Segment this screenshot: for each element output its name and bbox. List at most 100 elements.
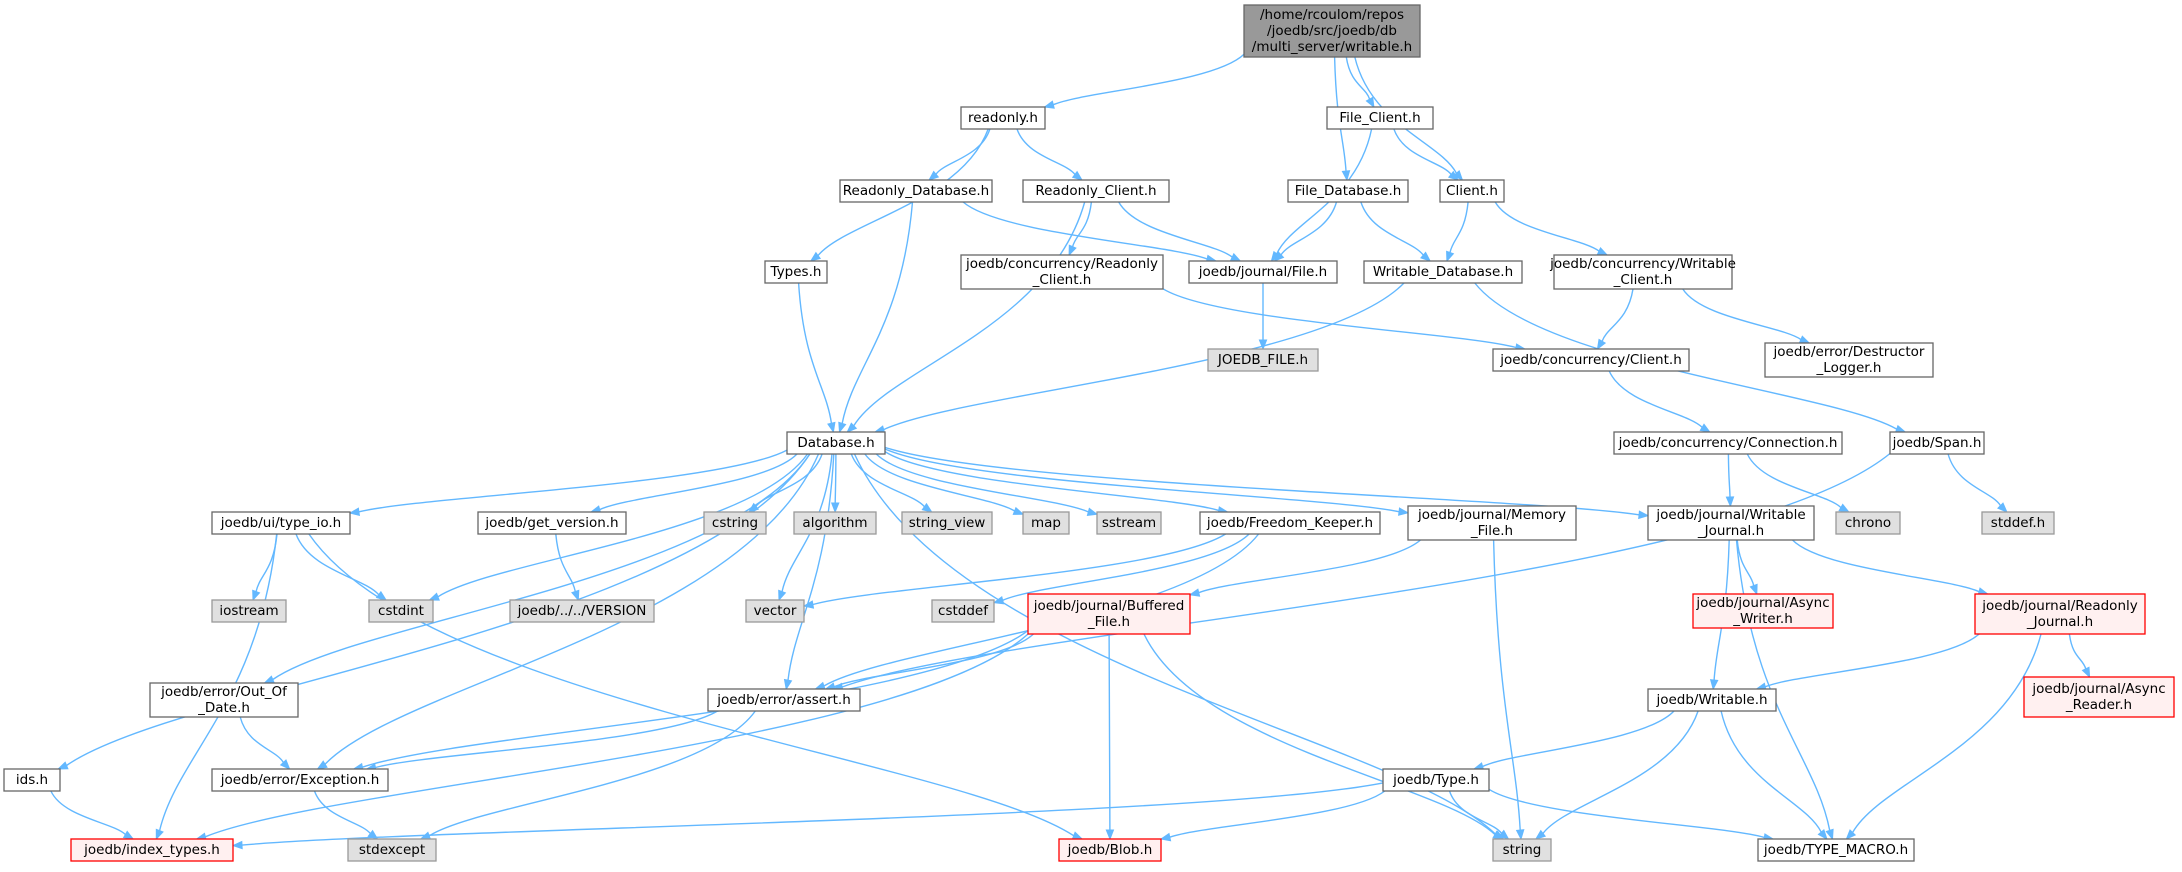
node-label-line: _Client.h [1032,272,1092,288]
edge-line [1016,128,1076,175]
edge-freedom_keeper-to-vector [802,533,1226,609]
edge-arrowhead [1188,588,1201,597]
node-box [1692,593,1834,629]
node-label-line: iostream [219,603,278,619]
node-box [1058,838,1162,862]
edge-arrowhead [778,589,787,602]
edge-arrowhead [1825,828,1834,841]
node-conc_writable_client[interactable]: joedb/concurrency/Writable_Client.h [1549,254,1736,290]
edge-readonly_database-to-database [838,201,914,434]
edge-arrowhead [1515,829,1525,841]
edge-memory_file-to-string [1492,539,1525,841]
node-box [3,768,61,792]
node-box [786,431,886,455]
node-types[interactable]: Types.h [764,260,828,284]
edge-line [1735,539,1831,831]
edge-arrowhead [1798,335,1811,344]
node-box [901,511,993,535]
node-box [1407,505,1577,541]
node-file_client[interactable]: File_Client.h [1326,106,1434,130]
node-readonly_client[interactable]: Readonly_Client.h [1022,179,1170,203]
edge-span-to-stddef [1947,453,2008,513]
node-conc_readonly_client[interactable]: joedb/concurrency/Readonly_Client.h [960,254,1164,290]
node-client[interactable]: Client.h [1439,179,1505,203]
edge-database-to-type_io [348,449,788,516]
edge-line [1947,453,2002,507]
node-box [703,511,767,535]
node-label-line: joedb/concurrency/Readonly [965,256,1158,272]
edge-arrowhead [1159,832,1172,842]
node-ids[interactable]: ids.h [3,768,61,792]
node-async_writer[interactable]: joedb/journal/Async_Writer.h [1692,593,1834,629]
node-box [1647,688,1777,712]
node-async_reader[interactable]: joedb/journal/Async_Reader.h [2023,676,2175,718]
node-label-line: _Logger.h [1816,360,1882,376]
edge-arrowhead [428,592,440,601]
node-span[interactable]: joedb/Span.h [1889,431,1985,455]
edge-writable_journal-to-readonly_journal [1792,539,1989,596]
node-assert[interactable]: joedb/error/assert.h [707,688,861,712]
node-type_io[interactable]: joedb/ui/type_io.h [211,511,351,535]
node-journal_file[interactable]: joedb/journal/File.h [1188,260,1338,284]
node-type_macro[interactable]: joedb/TYPE_MACRO.h [1757,838,1915,862]
edge-conc_writable_client-to-destructor_logger [1682,288,1811,344]
edge-database-to-out_of_date [263,453,811,684]
node-readonly_journal[interactable]: joedb/journal/Readonly_Journal.h [1974,593,2146,635]
edge-out_of_date-to-exception [239,716,291,770]
edge-database-to-map [864,453,1025,515]
edge-type_io-to-cstdint [295,533,388,601]
node-conc_connection[interactable]: joedb/concurrency/Connection.h [1613,431,1843,455]
edge-type_io-to-blob [308,533,1084,840]
node-out_of_date[interactable]: joedb/error/Out_Of_Date.h [149,682,299,718]
node-label-line: joedb/concurrency/Client.h [1499,352,1682,368]
node-box [1382,768,1490,792]
edge-readonly-to-types [809,128,989,262]
edge-database-to-assert [783,453,835,691]
node-destructor_logger[interactable]: joedb/error/Destructor_Logger.h [1764,342,1934,378]
node-buffered_file[interactable]: joedb/journal/Buffered_File.h [1027,593,1191,635]
node-box [1439,179,1505,203]
node-label-line: ids.h [16,772,48,788]
edge-line [853,201,1086,427]
node-freedom_keeper[interactable]: joedb/Freedom_Keeper.h [1199,511,1381,535]
node-label-line: JOEDB_FILE.h [1217,352,1308,368]
node-writable_journal[interactable]: joedb/journal/Writable_Journal.h [1647,505,1815,541]
node-conc_client[interactable]: joedb/concurrency/Client.h [1492,348,1690,372]
edge-arrowhead [348,507,360,516]
edge-line [787,453,835,681]
node-readonly[interactable]: readonly.h [960,106,1046,130]
edge-arrowhead [1709,679,1719,691]
node-label-line: /home/rcoulom/repos [1260,7,1404,23]
node-label-line: _File.h [1470,523,1513,539]
node-writable_database[interactable]: Writable_Database.h [1363,260,1523,284]
edge-line [358,449,788,513]
edge-ids-to-index_types [50,790,135,840]
edge-arrowhead [802,600,815,609]
node-exception[interactable]: joedb/error/Exception.h [211,768,389,792]
node-label-line: joedb/error/Destructor [1773,344,1925,360]
edge-arrowhead [1596,247,1609,256]
edge-line [1449,201,1469,253]
edge-line [935,128,991,175]
node-readonly_database[interactable]: Readonly_Database.h [839,179,993,203]
edge-file_database-to-writable_database [1360,201,1432,262]
node-database[interactable]: Database.h [786,431,886,455]
node-blob[interactable]: joedb/Blob.h [1058,838,1162,862]
node-writable[interactable]: joedb/Writable.h [1647,688,1777,712]
node-box [1022,511,1070,535]
node-index_types[interactable]: joedb/index_types.h [70,838,234,862]
edge-arrowhead [928,170,940,181]
node-label-line: /joedb/src/joedb/db [1267,23,1397,39]
edge-line [853,453,1497,835]
node-box [1188,260,1338,284]
node-label-line: sstream [1102,515,1156,531]
node-memory_file[interactable]: joedb/journal/Memory_File.h [1407,505,1577,541]
edge-arrowhead [1447,170,1460,181]
edge-line [1542,710,1699,834]
node-box [745,599,805,623]
node-box [1492,838,1552,862]
node-get_version[interactable]: joedb/get_version.h [477,511,627,535]
node-type[interactable]: joedb/Type.h [1382,768,1490,792]
node-file_database[interactable]: File_Database.h [1287,179,1409,203]
